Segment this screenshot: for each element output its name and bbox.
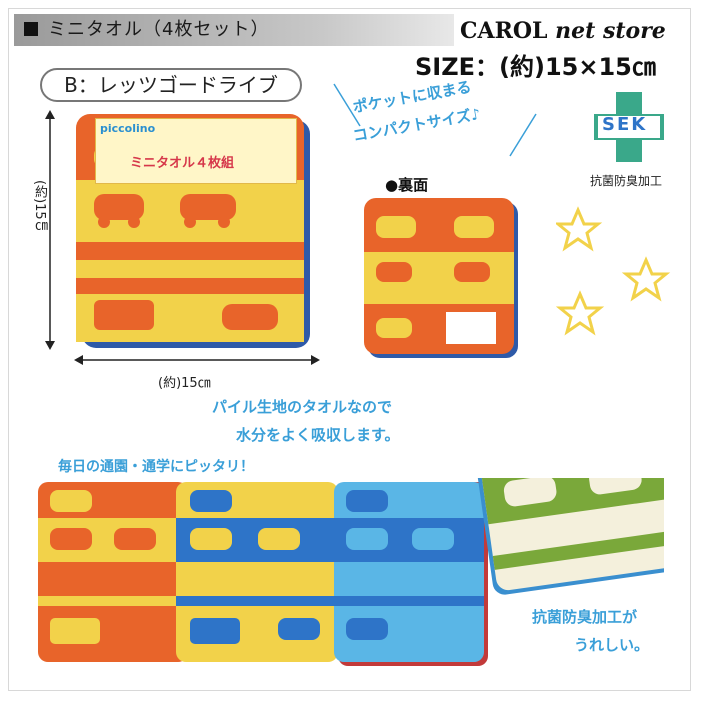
accent-line-right (509, 113, 537, 157)
page-frame (8, 8, 691, 691)
back-towel-image (364, 198, 518, 358)
antibac-note-line2: うれしい。 (574, 636, 650, 654)
store-name-suffix: net store (555, 18, 666, 44)
store-name[interactable]: CAROL net store (460, 14, 666, 48)
variant-label: B：レッツゴードライブ (40, 68, 302, 102)
package-brand: piccolino (100, 122, 156, 135)
sek-logo-text: SEK (602, 114, 648, 135)
vertical-dimension-arrow (45, 110, 55, 350)
towel-variants-image (38, 478, 664, 666)
back-side-label: ●裏面 (385, 176, 429, 194)
dimension-vertical: (約)15㎝ (32, 180, 47, 233)
pile-note-line1: パイル生地のタオルなので (212, 398, 393, 416)
header-square-icon (24, 22, 38, 36)
accent-line-left (333, 83, 361, 127)
header-bar (14, 14, 454, 46)
daily-use-note: 毎日の通園・通学にピッタリ！ (58, 459, 254, 475)
antibac-note-line1: 抗菌防臭加工が (532, 608, 638, 626)
horizontal-dimension-arrow (74, 355, 320, 365)
page-title: ミニタオル（4枚セット） (48, 19, 270, 40)
stars-decoration-icon (556, 206, 671, 336)
sek-logo-icon (594, 92, 664, 162)
dimension-horizontal: (約)15㎝ (158, 376, 211, 391)
package-card (95, 118, 297, 184)
store-name-main: CAROL (460, 18, 548, 44)
sek-caption: 抗菌防臭加工 (590, 174, 663, 188)
size-label: SIZE：(約)15×15㎝ (415, 53, 656, 81)
package-title: ミニタオル４枚組 (130, 156, 235, 171)
pile-note-line2: 水分をよく吸収します。 (236, 426, 400, 444)
